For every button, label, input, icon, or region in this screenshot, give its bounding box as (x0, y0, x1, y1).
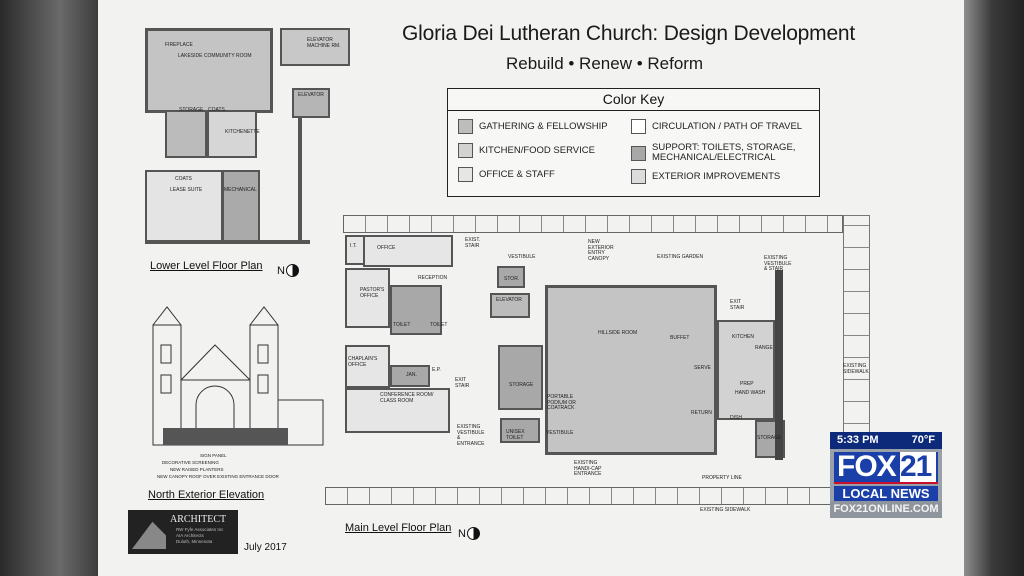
room-label: Coats (208, 107, 225, 113)
north-label: N (277, 264, 285, 277)
key-label: GATHERING & FELLOWSHIP (479, 120, 608, 132)
room-label: Return (691, 410, 712, 416)
room-label: Hand Wash (735, 390, 766, 396)
swatch (631, 169, 646, 184)
room-label: Pastor's Office (360, 287, 385, 299)
room-label: Lakeside Community Room (178, 53, 252, 59)
room-label: Exit Stair (730, 299, 745, 311)
swatch (631, 119, 646, 134)
room-label: Property Line (702, 475, 742, 481)
swatch (458, 119, 473, 134)
room-label: New Exterior Entry Canopy (588, 239, 614, 262)
north-label: N (458, 527, 466, 540)
room-label: Existing Vestibule & Entrance (457, 424, 485, 447)
website: FOX21ONLINE.COM (830, 501, 942, 518)
swatch (631, 145, 646, 161)
room-label: Hillside Room (598, 330, 638, 336)
swatch (458, 167, 473, 182)
temperature: 70°F (911, 434, 935, 446)
key-item: SUPPORT: TOILETS, STORAGE, MECHANICAL/EL… (631, 143, 816, 163)
room-label: Dish (730, 415, 742, 421)
key-item: EXTERIOR IMPROVEMENTS (631, 169, 780, 184)
room-label: Range (755, 345, 773, 351)
date: July 2017 (244, 542, 287, 553)
room-label: Exit Stair (455, 377, 470, 389)
note: New Canopy Roof over Existing Entrance D… (157, 474, 279, 479)
color-key: Color Key GATHERING & FELLOWSHIP KITCHEN… (447, 88, 820, 197)
time: 5:33 PM (837, 434, 879, 446)
room-label: Elevator (298, 92, 324, 98)
lower-level-label: Lower Level Floor Plan (150, 260, 263, 272)
room-label: Kitchenette (225, 129, 260, 135)
key-item: OFFICE & STAFF (458, 167, 555, 182)
key-item: GATHERING & FELLOWSHIP (458, 119, 608, 134)
logo-text: ARCHITECT (170, 514, 227, 525)
room-label: Unisex Toilet (506, 429, 525, 441)
brand: FOX (837, 450, 897, 483)
time-temp-bar: 5:33 PM 70°F (830, 432, 942, 449)
note: New Raised Planters (170, 467, 224, 472)
news-overlay: 5:33 PM 70°F FOX 21 LOCAL NEWS FOX21ONLIN… (830, 432, 942, 518)
key-label: CIRCULATION / PATH OF TRAVEL (652, 120, 803, 132)
room-label: Reception (418, 275, 448, 281)
screen-edge-right (960, 0, 1024, 576)
program: LOCAL NEWS (834, 486, 938, 501)
room-label: Elevator (496, 297, 522, 303)
room-label: Serve (694, 365, 711, 371)
room-label: Fireplace (165, 42, 193, 48)
room-label: Chaplain's Office (348, 356, 378, 368)
color-key-title: Color Key (448, 89, 819, 111)
room-label: Storage (757, 435, 782, 441)
key-label: SUPPORT: TOILETS, STORAGE, MECHANICAL/EL… (652, 142, 796, 163)
room-label: Conference Room/ Class Room (380, 392, 434, 404)
room-label: Existing Vestibule & Stair (764, 255, 792, 272)
church-elevation-drawing (152, 306, 324, 446)
room-label: Stor. (504, 276, 520, 282)
room-label: Office (377, 245, 396, 251)
key-item: KITCHEN/FOOD SERVICE (458, 143, 595, 158)
room-label: Coats (175, 176, 192, 182)
elevation-label: North Exterior Elevation (148, 489, 265, 501)
room-label: Vestibule (508, 254, 536, 260)
room-label: Vestibule (546, 430, 574, 436)
room-label: Toilet (430, 322, 448, 328)
room-label: Mechanical (224, 187, 257, 193)
room-label: I.T. (350, 243, 357, 249)
room-label: Elevator Machine Rm. (307, 37, 341, 49)
room-label: Buffet (670, 335, 690, 341)
room-label: Existing Garden (657, 254, 704, 260)
screen-edge-left (0, 0, 100, 576)
fox21-logo: FOX 21 LOCAL NEWS (830, 449, 942, 501)
key-label: KITCHEN/FOOD SERVICE (479, 144, 595, 156)
board-subtitle: Rebuild • Renew • Reform (506, 54, 704, 73)
room-label: Existing Handi-cap Entrance (574, 460, 602, 477)
room-label: Exist. Stair (465, 237, 481, 249)
note: Decorative Screening (162, 460, 219, 465)
room-label: Existing Sidewalk (843, 363, 869, 375)
room-label: Kitchen (732, 334, 754, 340)
swatch (458, 143, 473, 158)
room-label: Jan. (406, 372, 417, 378)
key-label: OFFICE & STAFF (479, 168, 555, 180)
board-title: Gloria Dei Lutheran Church: Design Devel… (402, 22, 856, 45)
room-label: Storage (179, 107, 204, 113)
channel: 21 (900, 450, 932, 483)
room-label: Toilet (393, 322, 411, 328)
key-item: CIRCULATION / PATH OF TRAVEL (631, 119, 802, 134)
room-label: E.P. (432, 367, 441, 373)
room-label: Storage (509, 382, 534, 388)
room-label: Portable Podium or Coatrack (547, 394, 576, 411)
key-label: EXTERIOR IMPROVEMENTS (652, 170, 781, 182)
room-label: Prep (740, 381, 754, 387)
north-arrow-icon: N (277, 264, 299, 277)
room-label: Lease Suite (170, 187, 203, 193)
main-level-label: Main Level Floor Plan (345, 522, 452, 534)
room-label: Existing Sidewalk (700, 507, 751, 513)
note: Sign Panel (200, 453, 227, 458)
north-arrow-icon: N (458, 527, 480, 540)
